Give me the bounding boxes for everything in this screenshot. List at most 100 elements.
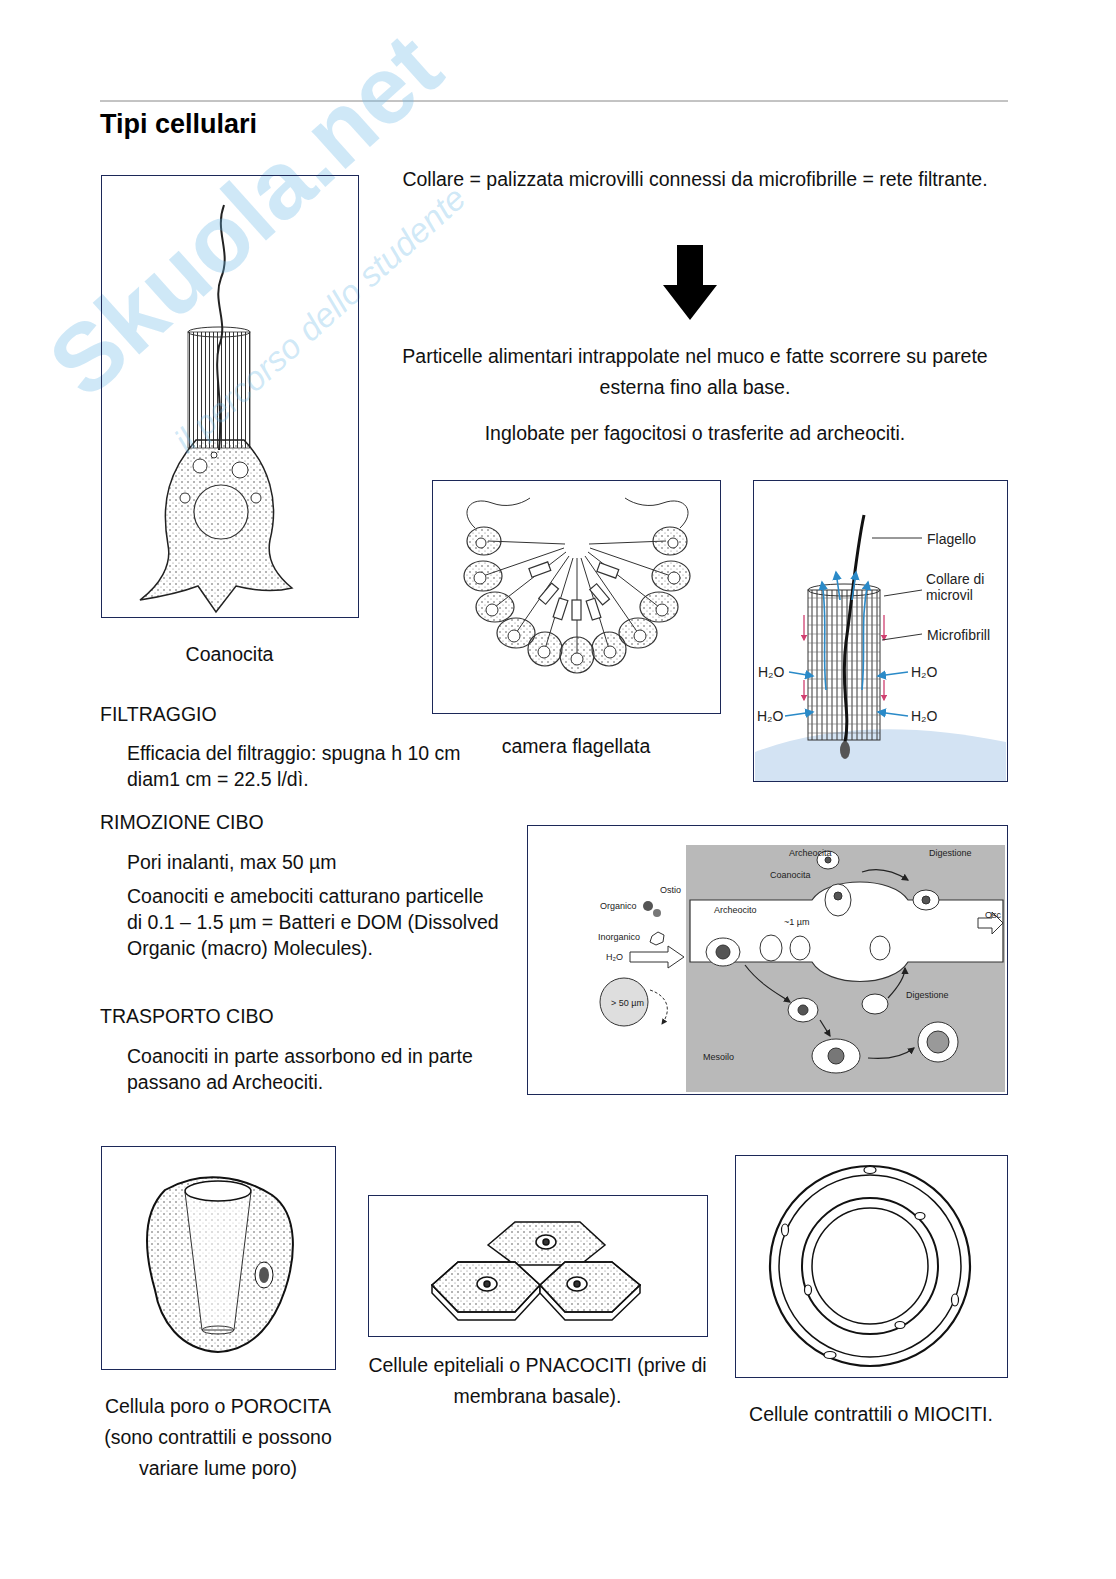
feeding-scheme-drawing-part-part bbox=[862, 870, 908, 880]
collar-detail-drawing-part-part bbox=[872, 538, 922, 539]
figure-frame: Coanocita bbox=[101, 175, 359, 618]
feeding-scheme-drawing-part-part bbox=[862, 994, 888, 1014]
figure-frame: FlagelloCollare di microvilMicrofibrillH… bbox=[753, 480, 1008, 782]
part-label: Archeocita bbox=[789, 848, 832, 858]
myocyte-drawing-part-part bbox=[915, 1213, 925, 1220]
flagellated-chamber-drawing-part-part bbox=[560, 637, 594, 673]
note-text: Inglobate per fagocitosi o trasferite ad… bbox=[385, 420, 1005, 446]
part-label: Ostio bbox=[660, 885, 681, 895]
flagellated-chamber-drawing-part bbox=[464, 527, 690, 673]
feeding-scheme-drawing-part-part bbox=[790, 936, 810, 960]
feeding-scheme-drawing-part-part bbox=[745, 965, 790, 1002]
pinacocyte-drawing-part bbox=[540, 1262, 640, 1312]
collar-detail-drawing-part-part bbox=[852, 572, 856, 600]
part-label: Inorganico bbox=[598, 932, 640, 942]
myocyte-drawing-part bbox=[812, 1208, 928, 1324]
myocyte-drawing-part bbox=[770, 1166, 970, 1366]
choanocyte-drawing-part bbox=[194, 485, 248, 539]
flagellated-chamber-drawing-part-part bbox=[640, 592, 678, 622]
part-label: Mesoilo bbox=[703, 1052, 734, 1062]
flagellated-chamber-drawing-part-part bbox=[539, 583, 559, 604]
figure-caption: Cellule contrattili o MIOCITI. bbox=[735, 1399, 1008, 1430]
choanocyte-drawing-part bbox=[197, 488, 245, 536]
collar-detail-drawing-part-part bbox=[803, 615, 804, 640]
body-text: Pori inalanti, max 50 µm bbox=[127, 849, 497, 875]
flagellated-chamber-drawing-part-part bbox=[652, 561, 690, 591]
collar-detail-drawing-part-part bbox=[789, 672, 813, 676]
part-label: Osc bbox=[985, 910, 1001, 920]
flagellated-chamber-drawing-part-part bbox=[668, 538, 678, 548]
feeding-scheme-drawing-part bbox=[600, 978, 648, 1026]
figure-caption: Cellula poro o POROCITA (sono contrattil… bbox=[98, 1391, 338, 1484]
part-label: Flagello bbox=[927, 531, 976, 547]
collar-detail-drawing-part bbox=[840, 741, 850, 759]
collar-detail-drawing bbox=[755, 515, 1006, 781]
collar-detail-drawing-part-part bbox=[883, 615, 884, 640]
feeding-scheme-drawing-part-part bbox=[716, 945, 730, 959]
myocyte-drawing-part-part bbox=[952, 1294, 959, 1306]
flagellated-chamber-drawing-part-part bbox=[538, 646, 550, 658]
feeding-scheme-drawing-part-part bbox=[788, 998, 818, 1022]
figure-frame: Cellule contrattili o MIOCITI. bbox=[735, 1155, 1008, 1378]
choanocyte-drawing-part bbox=[193, 459, 207, 473]
flagellated-chamber-drawing-part-part bbox=[634, 630, 646, 642]
porocyte-drawing-part bbox=[259, 1267, 269, 1283]
collar-detail-drawing-part bbox=[844, 515, 864, 742]
figure-frame: camera flagellata bbox=[432, 480, 721, 714]
flagellated-chamber-drawing-part-part bbox=[529, 562, 551, 577]
porocyte-drawing-part bbox=[185, 1192, 251, 1330]
pinacocyte-drawing-part bbox=[536, 1235, 556, 1249]
porocyte-drawing-part bbox=[185, 1181, 251, 1201]
part-label: Digestione bbox=[906, 990, 949, 1000]
myocyte-drawing-part-part bbox=[805, 1285, 812, 1295]
part-label: Microfibrill bbox=[927, 627, 990, 643]
feeding-scheme-drawing-part-part bbox=[888, 968, 905, 998]
pinacocyte-drawing-part bbox=[432, 1262, 540, 1312]
collar-detail-drawing-part bbox=[808, 584, 880, 596]
body-text: Efficacia del filtraggio: spugna h 10 cm… bbox=[127, 740, 472, 792]
note-text: Particelle alimentari intrappolate nel m… bbox=[385, 341, 1005, 403]
flow-label: H₂O bbox=[911, 708, 937, 724]
flagellated-chamber-drawing-part-part bbox=[467, 498, 530, 528]
feeding-scheme-drawing-part bbox=[686, 845, 1005, 1092]
collar-detail-drawing-part-part bbox=[883, 680, 884, 700]
dimension-label: ~1 µm bbox=[784, 917, 809, 927]
pinacocyte-drawing-part bbox=[477, 1277, 497, 1291]
collar-detail-drawing-part-part bbox=[803, 680, 804, 700]
myocyte-drawing-part bbox=[802, 1198, 938, 1334]
choanocyte-drawing-part bbox=[211, 452, 217, 458]
flagellated-chamber-drawing-part bbox=[474, 538, 680, 665]
flow-label: H₂O bbox=[757, 708, 783, 724]
flagellated-chamber-drawing-part-part bbox=[586, 598, 601, 620]
choanocyte-drawing-part bbox=[180, 493, 190, 503]
feeding-scheme-drawing-part-part bbox=[812, 1039, 860, 1073]
feeding-scheme-drawing-part-part bbox=[918, 1022, 958, 1062]
feeding-scheme-drawing-part-part bbox=[825, 884, 851, 916]
flow-label: H₂O bbox=[606, 952, 623, 962]
figure-caption: camera flagellata bbox=[432, 733, 721, 759]
figure-caption: Coanocita bbox=[101, 641, 359, 667]
collar-detail-drawing-part bbox=[804, 615, 884, 700]
figure-caption: Cellule epiteliali o PNACOCITI (prive di… bbox=[358, 1350, 718, 1412]
feeding-scheme-drawing-part bbox=[643, 901, 653, 911]
top-rule-part bbox=[100, 101, 1008, 102]
myocyte-drawing-part bbox=[779, 1175, 961, 1357]
part-label: Organico bbox=[600, 901, 637, 911]
collar-detail-drawing-part-part bbox=[822, 582, 826, 690]
part-label: Archeocito bbox=[714, 905, 757, 915]
flagellated-chamber-drawing-part-part bbox=[668, 572, 680, 584]
choanocyte-drawing-part bbox=[140, 440, 292, 612]
flagellated-chamber-drawing-part-part bbox=[486, 604, 498, 616]
body-text: Coanociti e amebociti catturano particel… bbox=[127, 883, 502, 961]
collar-detail-drawing-part-part bbox=[836, 572, 840, 600]
feeding-scheme-drawing-part-part bbox=[828, 1048, 844, 1064]
feeding-scheme-drawing-part bbox=[690, 882, 1003, 982]
flagellated-chamber-drawing-part-part bbox=[604, 646, 616, 658]
porocyte-drawing-part bbox=[147, 1177, 293, 1352]
collar-detail-drawing-part bbox=[785, 572, 908, 716]
pinacocyte-drawing-part bbox=[567, 1277, 587, 1291]
section-heading: RIMOZIONE CIBO bbox=[100, 809, 420, 835]
feeding-scheme-drawing-part-part bbox=[760, 935, 782, 961]
myocyte-drawing bbox=[770, 1166, 970, 1366]
